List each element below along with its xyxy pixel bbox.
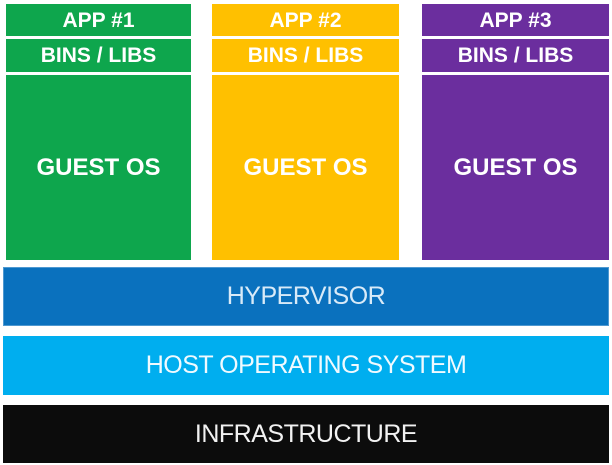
bins-libs-box-1: BINS / LIBS xyxy=(6,39,191,72)
app-box-3: APP #3 xyxy=(422,4,609,36)
guest-os-box-3: GUEST OS xyxy=(422,75,609,260)
vm-column-1: APP #1 BINS / LIBS GUEST OS xyxy=(6,4,191,260)
vm-column-2: APP #2 BINS / LIBS GUEST OS xyxy=(212,4,399,260)
guest-os-box-2: GUEST OS xyxy=(212,75,399,260)
app-box-1: APP #1 xyxy=(6,4,191,36)
bins-libs-box-3: BINS / LIBS xyxy=(422,39,609,72)
hypervisor-layer: HYPERVISOR xyxy=(3,267,609,326)
host-operating-system-layer: HOST OPERATING SYSTEM xyxy=(3,336,609,395)
infrastructure-layer: INFRASTRUCTURE xyxy=(3,405,609,463)
bins-libs-box-2: BINS / LIBS xyxy=(212,39,399,72)
guest-os-box-1: GUEST OS xyxy=(6,75,191,260)
app-box-2: APP #2 xyxy=(212,4,399,36)
vm-column-3: APP #3 BINS / LIBS GUEST OS xyxy=(422,4,609,260)
